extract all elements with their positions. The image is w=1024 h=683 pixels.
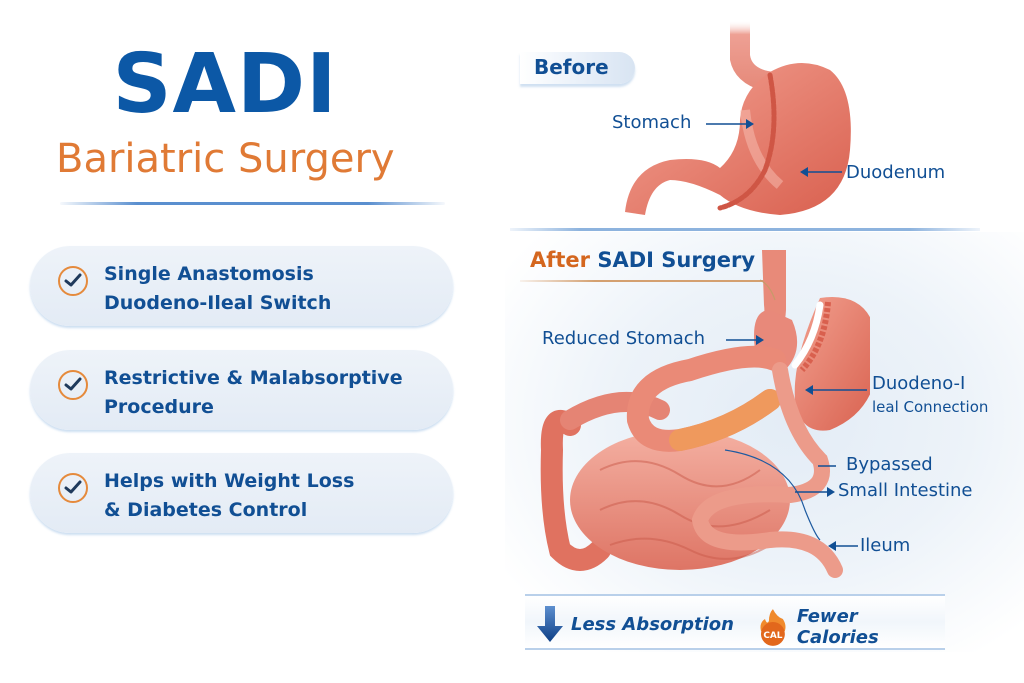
before-label: Before — [534, 55, 609, 79]
title-divider — [60, 202, 445, 205]
label-duodeno-ileal-2: leal Connection — [872, 398, 989, 416]
feature-item-1: Single Anastomosis Duodeno-Ileal Switch — [30, 246, 453, 326]
benefit-label: Fewer Calories — [796, 606, 879, 648]
svg-text:CAL: CAL — [763, 631, 782, 641]
before-tag: Before — [520, 52, 635, 84]
section-divider — [510, 228, 980, 231]
label-stomach: Stomach — [612, 112, 692, 133]
feature-2-line2: Procedure — [104, 396, 214, 418]
feature-item-3: Helps with Weight Loss & Diabetes Contro… — [30, 453, 453, 533]
calorie-flame-icon: CAL — [760, 609, 786, 646]
label-small-intestine: Small Intestine — [838, 480, 973, 501]
page-title: SADI — [112, 37, 338, 132]
label-ileum: Ileum — [860, 535, 911, 556]
label-reduced-stomach: Reduced Stomach — [542, 328, 706, 349]
feature-3-line1: Helps with Weight Loss — [104, 470, 355, 492]
feature-1-line2: Duodeno-Ileal Switch — [104, 292, 332, 314]
after-title-part2: SADI Surgery — [597, 248, 756, 272]
benefit-label: Less Absorption — [571, 613, 734, 635]
arrow-left-icon — [800, 167, 842, 177]
down-arrow-icon — [537, 606, 563, 642]
arrow-right-icon — [795, 487, 835, 497]
benefit-fewer-calories: CAL Fewer Calories — [757, 606, 945, 648]
check-circle-icon — [58, 473, 88, 503]
after-title-part1: After — [530, 248, 591, 272]
check-circle-icon — [58, 266, 88, 296]
feature-item-2: Restrictive & Malabsorptive Procedure — [30, 350, 453, 430]
feature-1-line1: Single Anastomosis — [104, 263, 314, 285]
sadi-after-illustration — [540, 250, 870, 578]
arrow-left-icon — [828, 541, 858, 551]
arrow-right-icon — [706, 119, 754, 129]
benefits-bar: Less Absorption CAL Fewer Calories — [525, 594, 945, 650]
label-duodenum: Duodenum — [846, 162, 946, 183]
page-subtitle: Bariatric Surgery — [56, 136, 395, 182]
label-bypassed: Bypassed — [846, 454, 933, 475]
after-title-underline — [520, 280, 770, 282]
arrow-left-icon — [805, 385, 867, 395]
feature-3-line2: & Diabetes Control — [104, 499, 308, 521]
check-circle-icon — [58, 370, 88, 400]
after-title: After SADI Surgery — [530, 248, 755, 272]
label-tick — [818, 465, 836, 467]
arrow-right-icon — [726, 335, 764, 345]
benefit-less-absorption: Less Absorption — [537, 606, 734, 642]
label-duodeno-ileal-1: Duodeno-I — [872, 373, 966, 394]
feature-2-line1: Restrictive & Malabsorptive — [104, 367, 403, 389]
